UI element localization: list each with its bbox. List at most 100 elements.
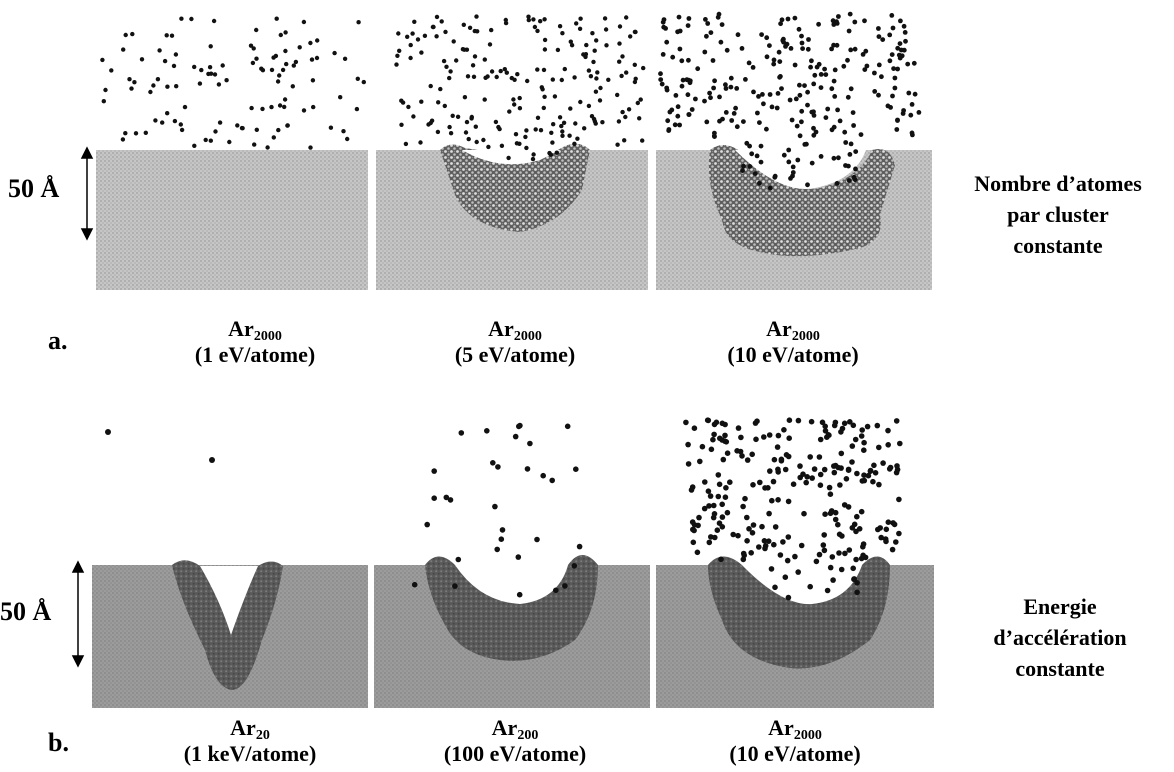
panel-a2-atom xyxy=(535,115,541,121)
panel-b3-atom xyxy=(826,484,833,491)
panel-a3-atom xyxy=(816,21,821,27)
panel-a2-atom xyxy=(438,86,443,92)
panel-a2-atom xyxy=(593,121,598,126)
panel-b3-atom xyxy=(816,454,823,460)
panel-a1-atom xyxy=(172,118,178,124)
panel-a2-atom xyxy=(542,37,548,43)
panel-a1-atom xyxy=(103,87,108,93)
panel-b2-atom xyxy=(564,423,571,430)
panel-a1-atom xyxy=(282,104,287,110)
panel-b3-atom xyxy=(761,538,768,544)
panel-b3-atom xyxy=(846,547,853,553)
panel-a1-atom xyxy=(224,78,229,83)
panel-a3-atom xyxy=(747,143,752,149)
panel-a1-atom xyxy=(207,65,213,70)
panel-a3-atom xyxy=(876,34,882,39)
panel-a1-atom xyxy=(342,56,348,61)
panel-a3-atom xyxy=(809,160,815,166)
panel-a1-atom xyxy=(179,16,184,21)
panel-a3-atom xyxy=(795,157,801,163)
panel-a2-atom xyxy=(560,31,565,36)
panel-a2-atom xyxy=(486,144,491,150)
panel-a3-atom xyxy=(797,82,802,88)
panel-b3-species: Ar xyxy=(768,715,794,740)
panel-b2-atom xyxy=(484,428,490,434)
panel-a2-atom xyxy=(434,14,440,20)
panel-b2-atom xyxy=(576,543,583,550)
panel-a3-atom xyxy=(811,132,817,138)
panel-a3-atom xyxy=(680,77,686,83)
panel-b2-caption: Ar200 (100 eV/atome) xyxy=(375,715,655,767)
panel-a3-atom xyxy=(805,46,811,52)
panel-b1-species: Ar xyxy=(230,715,256,740)
panel-a3-atom xyxy=(751,89,756,95)
panel-b3-atom xyxy=(858,508,865,515)
panel-a3-atom xyxy=(837,118,843,124)
panel-a3-atom xyxy=(712,130,717,136)
panel-a1-atom xyxy=(121,47,126,52)
panel-a2-atom xyxy=(560,133,565,138)
panel-b3-atom xyxy=(719,437,725,443)
panel-a2-atom xyxy=(572,141,577,146)
panel-a3-atom xyxy=(659,81,665,87)
panel-a3-atom xyxy=(677,46,683,52)
panel-a3-atom xyxy=(734,124,740,130)
panel-b3-atom xyxy=(782,466,789,473)
panel-a1-atom xyxy=(127,77,132,82)
panel-b3-atom xyxy=(770,478,777,485)
panel-a3-atom xyxy=(658,77,664,82)
panel-b2-atom xyxy=(524,466,531,472)
panel-a2-atom xyxy=(441,58,447,64)
panel-a3-atom xyxy=(836,155,841,161)
panel-a2-atom xyxy=(548,152,554,157)
panel-a3-atom xyxy=(872,89,878,94)
panel-a3-atom xyxy=(858,132,864,138)
panel-b3-atom xyxy=(875,526,881,533)
panel-a1-atom xyxy=(332,50,337,56)
panel-b3-caption: Ar2000 (10 eV/atome) xyxy=(655,715,935,767)
panel-b2-crater xyxy=(455,565,568,604)
panel-a3-atom xyxy=(781,152,787,158)
panel-b3-atom xyxy=(894,463,900,469)
panel-a2-atom xyxy=(512,102,517,107)
panel-a1-atom xyxy=(100,57,105,63)
panel-a1-subscript: 2000 xyxy=(253,329,282,344)
panel-a1-atom xyxy=(179,127,185,133)
panel-b3-atom xyxy=(820,542,827,548)
panel-b3-atom xyxy=(798,542,805,549)
panel-b3-crater xyxy=(742,565,862,605)
panel-b3-atom xyxy=(772,524,779,530)
panel-a3-atom xyxy=(764,35,770,41)
panel-b2-atom xyxy=(540,472,546,479)
panel-a3-atom xyxy=(723,82,728,88)
panel-b2-atom xyxy=(498,536,505,542)
panel-b2-atom xyxy=(492,503,498,510)
panel-a3-atom xyxy=(677,122,682,128)
panel-a2-atom xyxy=(592,48,597,53)
panel-a3-atom xyxy=(775,91,781,96)
panel-a2-atom xyxy=(586,103,592,109)
panel-a2-atom xyxy=(600,120,605,125)
panel-b3-atom xyxy=(874,422,881,429)
panel-b3-atom xyxy=(691,425,698,432)
panel-b3-atom xyxy=(706,539,713,546)
panel-a1-atom xyxy=(356,20,361,25)
panel-a2-atom xyxy=(532,24,538,30)
panel-a2-atom xyxy=(523,134,528,140)
panel-a1-species: Ar xyxy=(228,316,254,341)
panel-b2-atom xyxy=(447,497,454,503)
panel-a3-atom xyxy=(895,45,901,51)
panel-a3-atom xyxy=(906,90,912,96)
panel-a3-atom xyxy=(799,108,805,114)
panel-b3-atom xyxy=(737,448,744,455)
panel-a1-atom xyxy=(260,106,265,112)
panel-a2-atom xyxy=(428,83,433,89)
panel-a3-atom xyxy=(851,174,857,180)
panel-a3-atom xyxy=(902,30,908,35)
panel-b3-atom xyxy=(766,432,773,438)
panel-a3-atom xyxy=(835,107,840,113)
panel-b2-atom xyxy=(527,440,533,447)
panel-a3-atom xyxy=(811,109,816,115)
panel-a2-atom xyxy=(447,75,452,81)
